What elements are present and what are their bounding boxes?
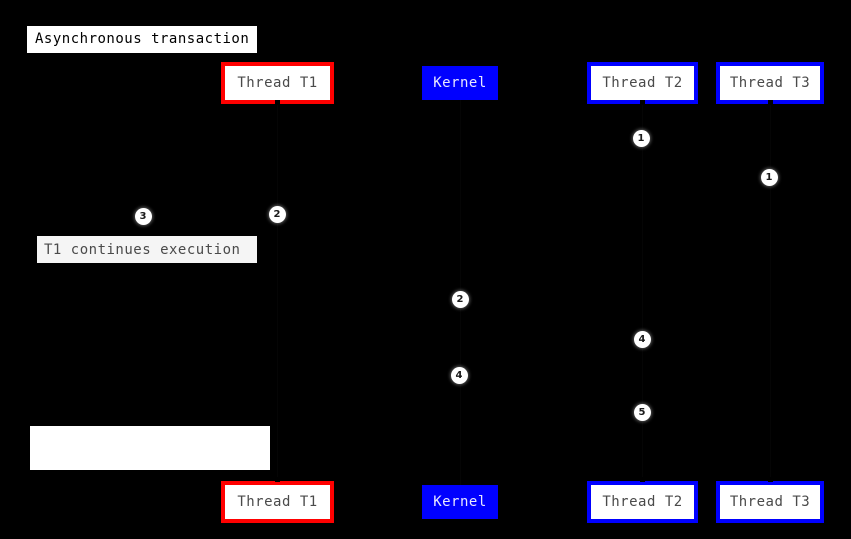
- note-t1-continues: T1 continues execution: [37, 236, 257, 263]
- lifeline-tick: [640, 477, 645, 482]
- participant-label: Thread T3: [729, 75, 811, 91]
- blank-note-box: [30, 426, 270, 470]
- lifeline-tick: [768, 100, 773, 105]
- participant-thread-t1-top[interactable]: Thread T1: [221, 62, 334, 104]
- participant-thread-t2-bottom[interactable]: Thread T2: [587, 481, 698, 523]
- participant-label: Thread T2: [602, 494, 683, 510]
- participant-kernel-top[interactable]: Kernel: [422, 66, 498, 100]
- participant-thread-t2-top[interactable]: Thread T2: [587, 62, 698, 104]
- lifeline-thread-t1: [277, 104, 278, 481]
- participant-label: Kernel: [433, 494, 487, 510]
- participant-thread-t3-top[interactable]: Thread T3: [716, 62, 824, 104]
- step-marker-4: 4: [450, 366, 468, 384]
- participant-label: Thread T1: [237, 494, 318, 510]
- participant-label: Thread T3: [729, 494, 811, 510]
- lifeline-tick: [275, 477, 280, 482]
- step-marker-1: 1: [632, 129, 650, 147]
- lifeline-thread-t2: [642, 104, 643, 481]
- lifeline-tick: [275, 100, 280, 105]
- participant-thread-t1-bottom[interactable]: Thread T1: [221, 481, 334, 523]
- participant-label: Thread T2: [602, 75, 683, 91]
- step-marker-5: 5: [633, 403, 651, 421]
- step-marker-1: 1: [760, 168, 778, 186]
- participant-thread-t3-bottom[interactable]: Thread T3: [716, 481, 824, 523]
- lifeline-tick: [768, 477, 773, 482]
- step-marker-2: 2: [268, 205, 286, 223]
- lifeline-tick: [640, 100, 645, 105]
- participant-label: Thread T1: [237, 75, 318, 91]
- diagram-title: Asynchronous transaction: [27, 26, 258, 53]
- lifeline-thread-t3: [770, 104, 771, 481]
- participant-kernel-bottom[interactable]: Kernel: [422, 485, 498, 519]
- step-marker-2: 2: [451, 290, 469, 308]
- step-marker-4: 4: [633, 330, 651, 348]
- step-marker-3: 3: [134, 207, 152, 225]
- participant-label: Kernel: [433, 75, 487, 91]
